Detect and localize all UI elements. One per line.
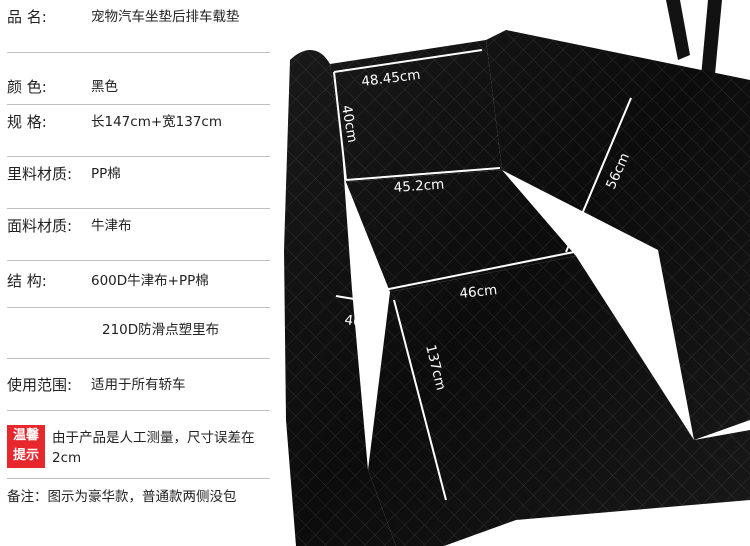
divider <box>7 478 270 479</box>
spec-panel: 品 名: 宠物汽车坐垫后排车载垫 颜 色: 黑色 规 格: 长147cm+宽13… <box>0 0 272 546</box>
warning-badge: 温馨 提示 <box>7 425 45 468</box>
divider <box>7 358 270 359</box>
spec-label: 结 构: <box>7 272 47 290</box>
spec-value: 宠物汽车坐垫后排车载垫 <box>91 9 240 25</box>
spec-value: 黑色 <box>91 79 118 95</box>
spec-label: 里料材质: <box>7 165 73 183</box>
spec-value: 牛津布 <box>91 218 132 234</box>
structure-extra: 210D防滑点塑里布 <box>102 322 220 338</box>
spec-label: 面料材质: <box>7 217 73 235</box>
dim-seat-width: 46cm <box>459 282 498 302</box>
dim-back-height: 40cm <box>338 104 360 144</box>
spec-row-scope: 使用范围: 适用于所有轿车 <box>7 366 270 411</box>
warning-badge-line1: 温馨 <box>12 428 39 443</box>
spec-value: 适用于所有轿车 <box>91 377 186 393</box>
spec-row-fabric: 面料材质: 牛津布 <box>7 208 270 261</box>
warning-text: 由于产品是人工测量，尺寸误差在2cm <box>52 430 255 466</box>
spec-label: 颜 色: <box>7 78 47 96</box>
spec-label: 规 格: <box>7 113 47 131</box>
spec-label: 品 名: <box>7 8 47 26</box>
dim-back-lower-width: 45.2cm <box>393 176 445 195</box>
spec-row-structure: 结 构: 600D牛津布+PP棉 <box>7 260 270 310</box>
spec-row-color: 颜 色: 黑色 <box>7 52 270 105</box>
spec-row-lining: 里料材质: PP棉 <box>7 156 270 209</box>
spec-row-size: 规 格: 长147cm+宽137cm <box>7 104 270 157</box>
dim-flap-width: 46cm <box>343 312 383 333</box>
spec-value: 600D牛津布+PP棉 <box>91 273 209 289</box>
product-photo: 48.45cm 40cm 45.2cm 56cm 46cm 46cm 137cm <box>276 0 750 546</box>
spec-value: 长147cm+宽137cm <box>91 114 222 130</box>
warning-badge-line2: 提示 <box>12 448 39 463</box>
note-text: 备注：图示为豪华款，普通款两侧没包 <box>7 489 237 505</box>
dim-top-width: 48.45cm <box>361 67 422 90</box>
spec-label: 使用范围: <box>7 376 73 394</box>
spec-row-name: 品 名: 宠物汽车坐垫后排车载垫 <box>7 0 270 53</box>
spec-value: PP棉 <box>91 166 121 182</box>
divider <box>7 307 270 308</box>
